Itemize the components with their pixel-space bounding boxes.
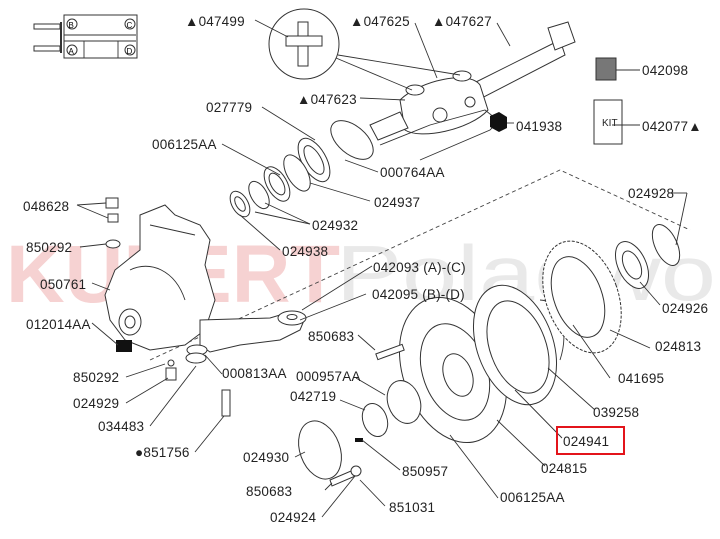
part-label-027779[interactable]: 027779 — [206, 100, 252, 115]
part-label-050761[interactable]: 050761 — [40, 277, 86, 292]
part-label-041695[interactable]: 041695 — [618, 371, 664, 386]
legend-corner-a: A — [69, 47, 75, 56]
part-label-851756[interactable]: ●851756 — [135, 445, 190, 460]
highlight-box-024941 — [556, 426, 625, 455]
part-label-042077[interactable]: 042077▲ — [642, 119, 702, 134]
block-012014AA — [116, 340, 132, 352]
part-label-850292-low[interactable]: 850292 — [73, 370, 119, 385]
part-label-850683-low[interactable]: 850683 — [246, 484, 292, 499]
legend-corner-d: D — [127, 47, 133, 56]
brake-drum — [472, 284, 565, 406]
grease-fittings — [105, 197, 231, 417]
part-label-000764AA[interactable]: 000764AA — [380, 165, 445, 180]
part-label-047499[interactable]: ▲047499 — [185, 14, 245, 29]
part-label-047625[interactable]: ▲047625 — [350, 14, 410, 29]
part-label-850957[interactable]: 850957 — [402, 464, 448, 479]
steering-knuckle-housing — [104, 204, 307, 353]
legend-corner-c: C — [127, 21, 133, 30]
part-label-024815[interactable]: 024815 — [541, 461, 587, 476]
svg-text:KIT: KIT — [602, 118, 618, 129]
part-label-024941[interactable]: 024941 — [563, 434, 609, 449]
part-label-047627[interactable]: ▲047627 — [432, 14, 492, 29]
part-label-024924[interactable]: 024924 — [270, 510, 317, 525]
part-label-850683-top[interactable]: 850683 — [308, 329, 354, 344]
part-label-024929[interactable]: 024929 — [73, 396, 119, 411]
cross-joint-detail — [268, 8, 461, 91]
part-label-024938[interactable]: 024938 — [282, 244, 328, 259]
lower-hardware — [298, 343, 422, 487]
ring-gear — [542, 240, 622, 354]
part-label-039258[interactable]: 039258 — [593, 405, 639, 420]
bearing-stack-upper — [229, 137, 331, 218]
orientation-legend-box: B C A D — [33, 14, 138, 59]
part-label-048628[interactable]: 048628 — [23, 199, 69, 214]
part-label-850292-top[interactable]: 850292 — [26, 240, 72, 255]
part-label-024813[interactable]: 024813 — [655, 339, 701, 354]
part-labels: ▲047499 ▲047625 ▲047627 ▲047623 042098 0… — [23, 14, 708, 525]
legend-corner-b: B — [69, 21, 74, 30]
part-label-024932[interactable]: 024932 — [312, 218, 358, 233]
part-label-042093[interactable]: 042093 (A)-(C) — [373, 260, 466, 275]
nut-box-042098 — [595, 57, 617, 81]
part-label-024926[interactable]: 024926 — [662, 301, 708, 316]
part-label-041938[interactable]: 041938 — [516, 119, 562, 134]
part-label-042095[interactable]: 042095 (B)-(D) — [372, 287, 465, 302]
part-label-034483[interactable]: 034483 — [98, 419, 144, 434]
part-label-000813AA[interactable]: 000813AA — [222, 366, 287, 381]
seal-ring — [330, 120, 374, 160]
part-label-024937[interactable]: 024937 — [374, 195, 420, 210]
part-label-042719[interactable]: 042719 — [290, 389, 336, 404]
part-label-006125AA-top[interactable]: 006125AA — [152, 137, 217, 152]
hex-nut-041938 — [490, 112, 507, 132]
part-label-042098[interactable]: 042098 — [642, 63, 688, 78]
drive-shaft-assembly — [369, 21, 576, 161]
part-label-024928[interactable]: 024928 — [628, 186, 674, 201]
kit-box-042077 — [593, 99, 623, 145]
axis-dashed-line — [149, 169, 691, 361]
part-label-851031[interactable]: 851031 — [389, 500, 435, 515]
part-label-024930[interactable]: 024930 — [243, 450, 289, 465]
part-label-012014AA[interactable]: 012014AA — [26, 317, 91, 332]
part-label-000957AA[interactable]: 000957AA — [296, 369, 361, 384]
part-label-047623[interactable]: ▲047623 — [297, 92, 357, 107]
part-label-006125AA-low[interactable]: 006125AA — [500, 490, 565, 505]
leader-lines — [76, 19, 688, 518]
ring-024928 — [651, 224, 681, 266]
